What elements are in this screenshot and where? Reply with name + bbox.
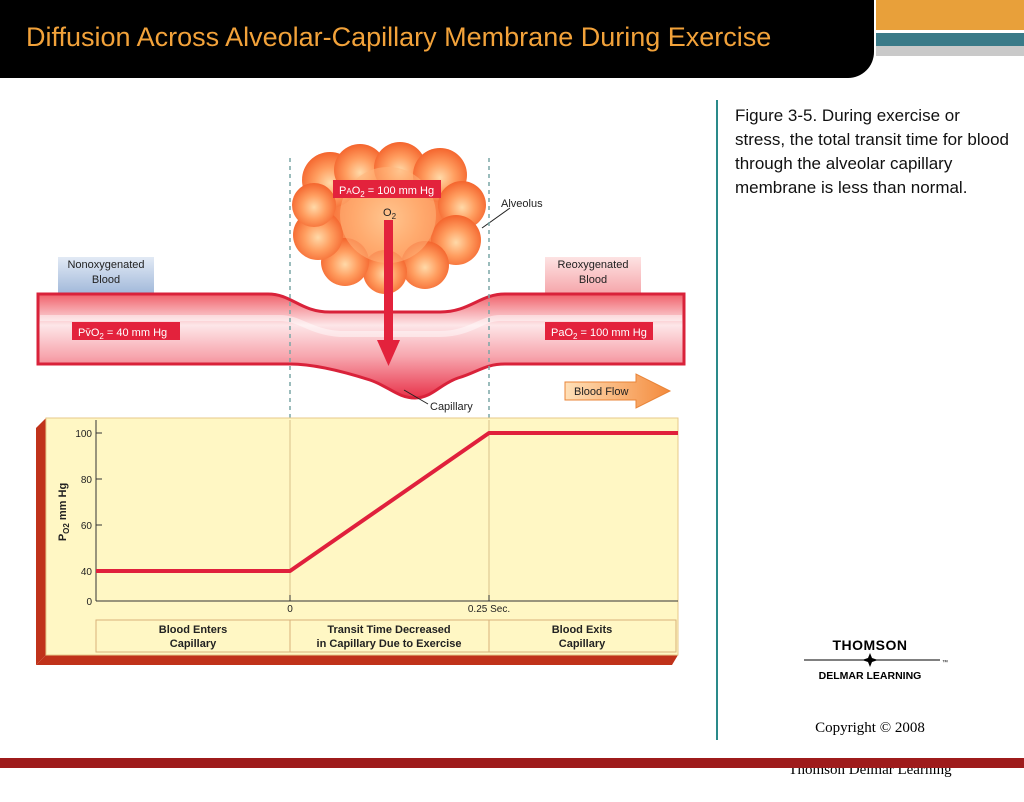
svg-text:Pv̄O2 = 40 mm Hg: Pv̄O2 = 40 mm Hg bbox=[78, 327, 167, 341]
chart-frame-left bbox=[36, 418, 46, 665]
pvo2-label: Pv̄O2 = 40 mm Hg bbox=[72, 322, 180, 341]
slide-title: Diffusion Across Alveolar-Capillary Memb… bbox=[26, 22, 772, 52]
capillary-leader-line bbox=[403, 389, 429, 405]
thomson-logo: THOMSON DELMAR LEARNING ™ bbox=[804, 637, 948, 682]
y-axis-label: PO2 mm Hg bbox=[57, 483, 71, 541]
copyright-line-1: Copyright © 2008 bbox=[815, 720, 925, 736]
chart-frame-bottom bbox=[36, 655, 678, 665]
x-tick-label-0: 0 bbox=[287, 604, 293, 615]
diffusion-figure: PAO2 = 100 mm Hg O2 Alveolus Nonoxygenat… bbox=[36, 142, 686, 665]
svg-text:PAO2 = 100 mm Hg: PAO2 = 100 mm Hg bbox=[339, 185, 434, 199]
capillary-label: Capillary bbox=[430, 401, 473, 413]
po2-series-line bbox=[96, 431, 678, 573]
blood-flow-arrow: Blood Flow bbox=[564, 373, 672, 409]
phase-enter: Blood Enters Capillary bbox=[159, 624, 227, 650]
pao2-arterial-label: PaO2 = 100 mm Hg bbox=[545, 322, 653, 341]
figure-caption: Figure 3-5. During exercise or stress, t… bbox=[735, 106, 1010, 197]
alveolar-po2-label: PAO2 = 100 mm Hg bbox=[333, 180, 441, 199]
alveolus-leader-line bbox=[481, 207, 511, 229]
svg-text:Reoxygenated: Reoxygenated bbox=[558, 259, 629, 271]
o2-label: O2 bbox=[383, 207, 397, 221]
svg-text:Capillary: Capillary bbox=[559, 638, 606, 650]
y-tick-label-0: 0 bbox=[86, 597, 92, 608]
svg-text:Blood Enters: Blood Enters bbox=[159, 624, 227, 636]
svg-text:in Capillary Due to Exercise: in Capillary Due to Exercise bbox=[317, 638, 462, 650]
svg-text:THOMSON: THOMSON bbox=[832, 637, 907, 653]
x-tick-label-1: 0.25 Sec. bbox=[468, 604, 510, 615]
svg-text:Blood: Blood bbox=[579, 274, 607, 286]
alveolus-label: Alveolus bbox=[501, 198, 543, 210]
chart-background bbox=[45, 417, 679, 656]
capillary-vessel bbox=[36, 292, 686, 400]
svg-text:™: ™ bbox=[942, 659, 948, 666]
nonoxygenated-blood-label: Nonoxygenated Blood bbox=[58, 257, 154, 295]
y-tick-label-60: 60 bbox=[81, 521, 93, 532]
svg-text:Nonoxygenated: Nonoxygenated bbox=[67, 259, 144, 271]
reoxygenated-blood-label: Reoxygenated Blood bbox=[545, 257, 641, 295]
title-bar: Diffusion Across Alveolar-Capillary Memb… bbox=[0, 0, 874, 78]
copyright: Copyright © 2008 Thomson Delmar Learning bbox=[760, 697, 980, 802]
svg-text:PaO2 = 100 mm Hg: PaO2 = 100 mm Hg bbox=[551, 327, 647, 341]
phase-transit: Transit Time Decreased in Capillary Due … bbox=[317, 624, 462, 650]
bottom-bar bbox=[0, 758, 1024, 768]
accent-teal-bar bbox=[876, 33, 1024, 46]
o2-diffusion-arrow bbox=[377, 220, 400, 366]
phase-box-row bbox=[95, 619, 677, 653]
svg-text:DELMAR LEARNING: DELMAR LEARNING bbox=[819, 670, 922, 682]
y-tick-label-80: 80 bbox=[81, 475, 93, 486]
po2-chart: 100 80 60 40 0 0 0.25 Sec. PO2 mm Hg bbox=[57, 420, 678, 615]
accent-gray-bar bbox=[876, 46, 1024, 56]
accent-orange-bar bbox=[876, 0, 1024, 30]
svg-text:Capillary: Capillary bbox=[170, 638, 217, 650]
vertical-divider bbox=[716, 100, 718, 740]
y-tick-label-40: 40 bbox=[81, 567, 93, 578]
svg-text:Blood Exits: Blood Exits bbox=[552, 624, 613, 636]
phase-exit: Blood Exits Capillary bbox=[552, 624, 613, 650]
svg-text:Blood: Blood bbox=[92, 274, 120, 286]
svg-text:Blood Flow: Blood Flow bbox=[574, 386, 628, 398]
svg-text:Transit Time Decreased: Transit Time Decreased bbox=[327, 624, 450, 636]
y-tick-label-100: 100 bbox=[75, 429, 92, 440]
